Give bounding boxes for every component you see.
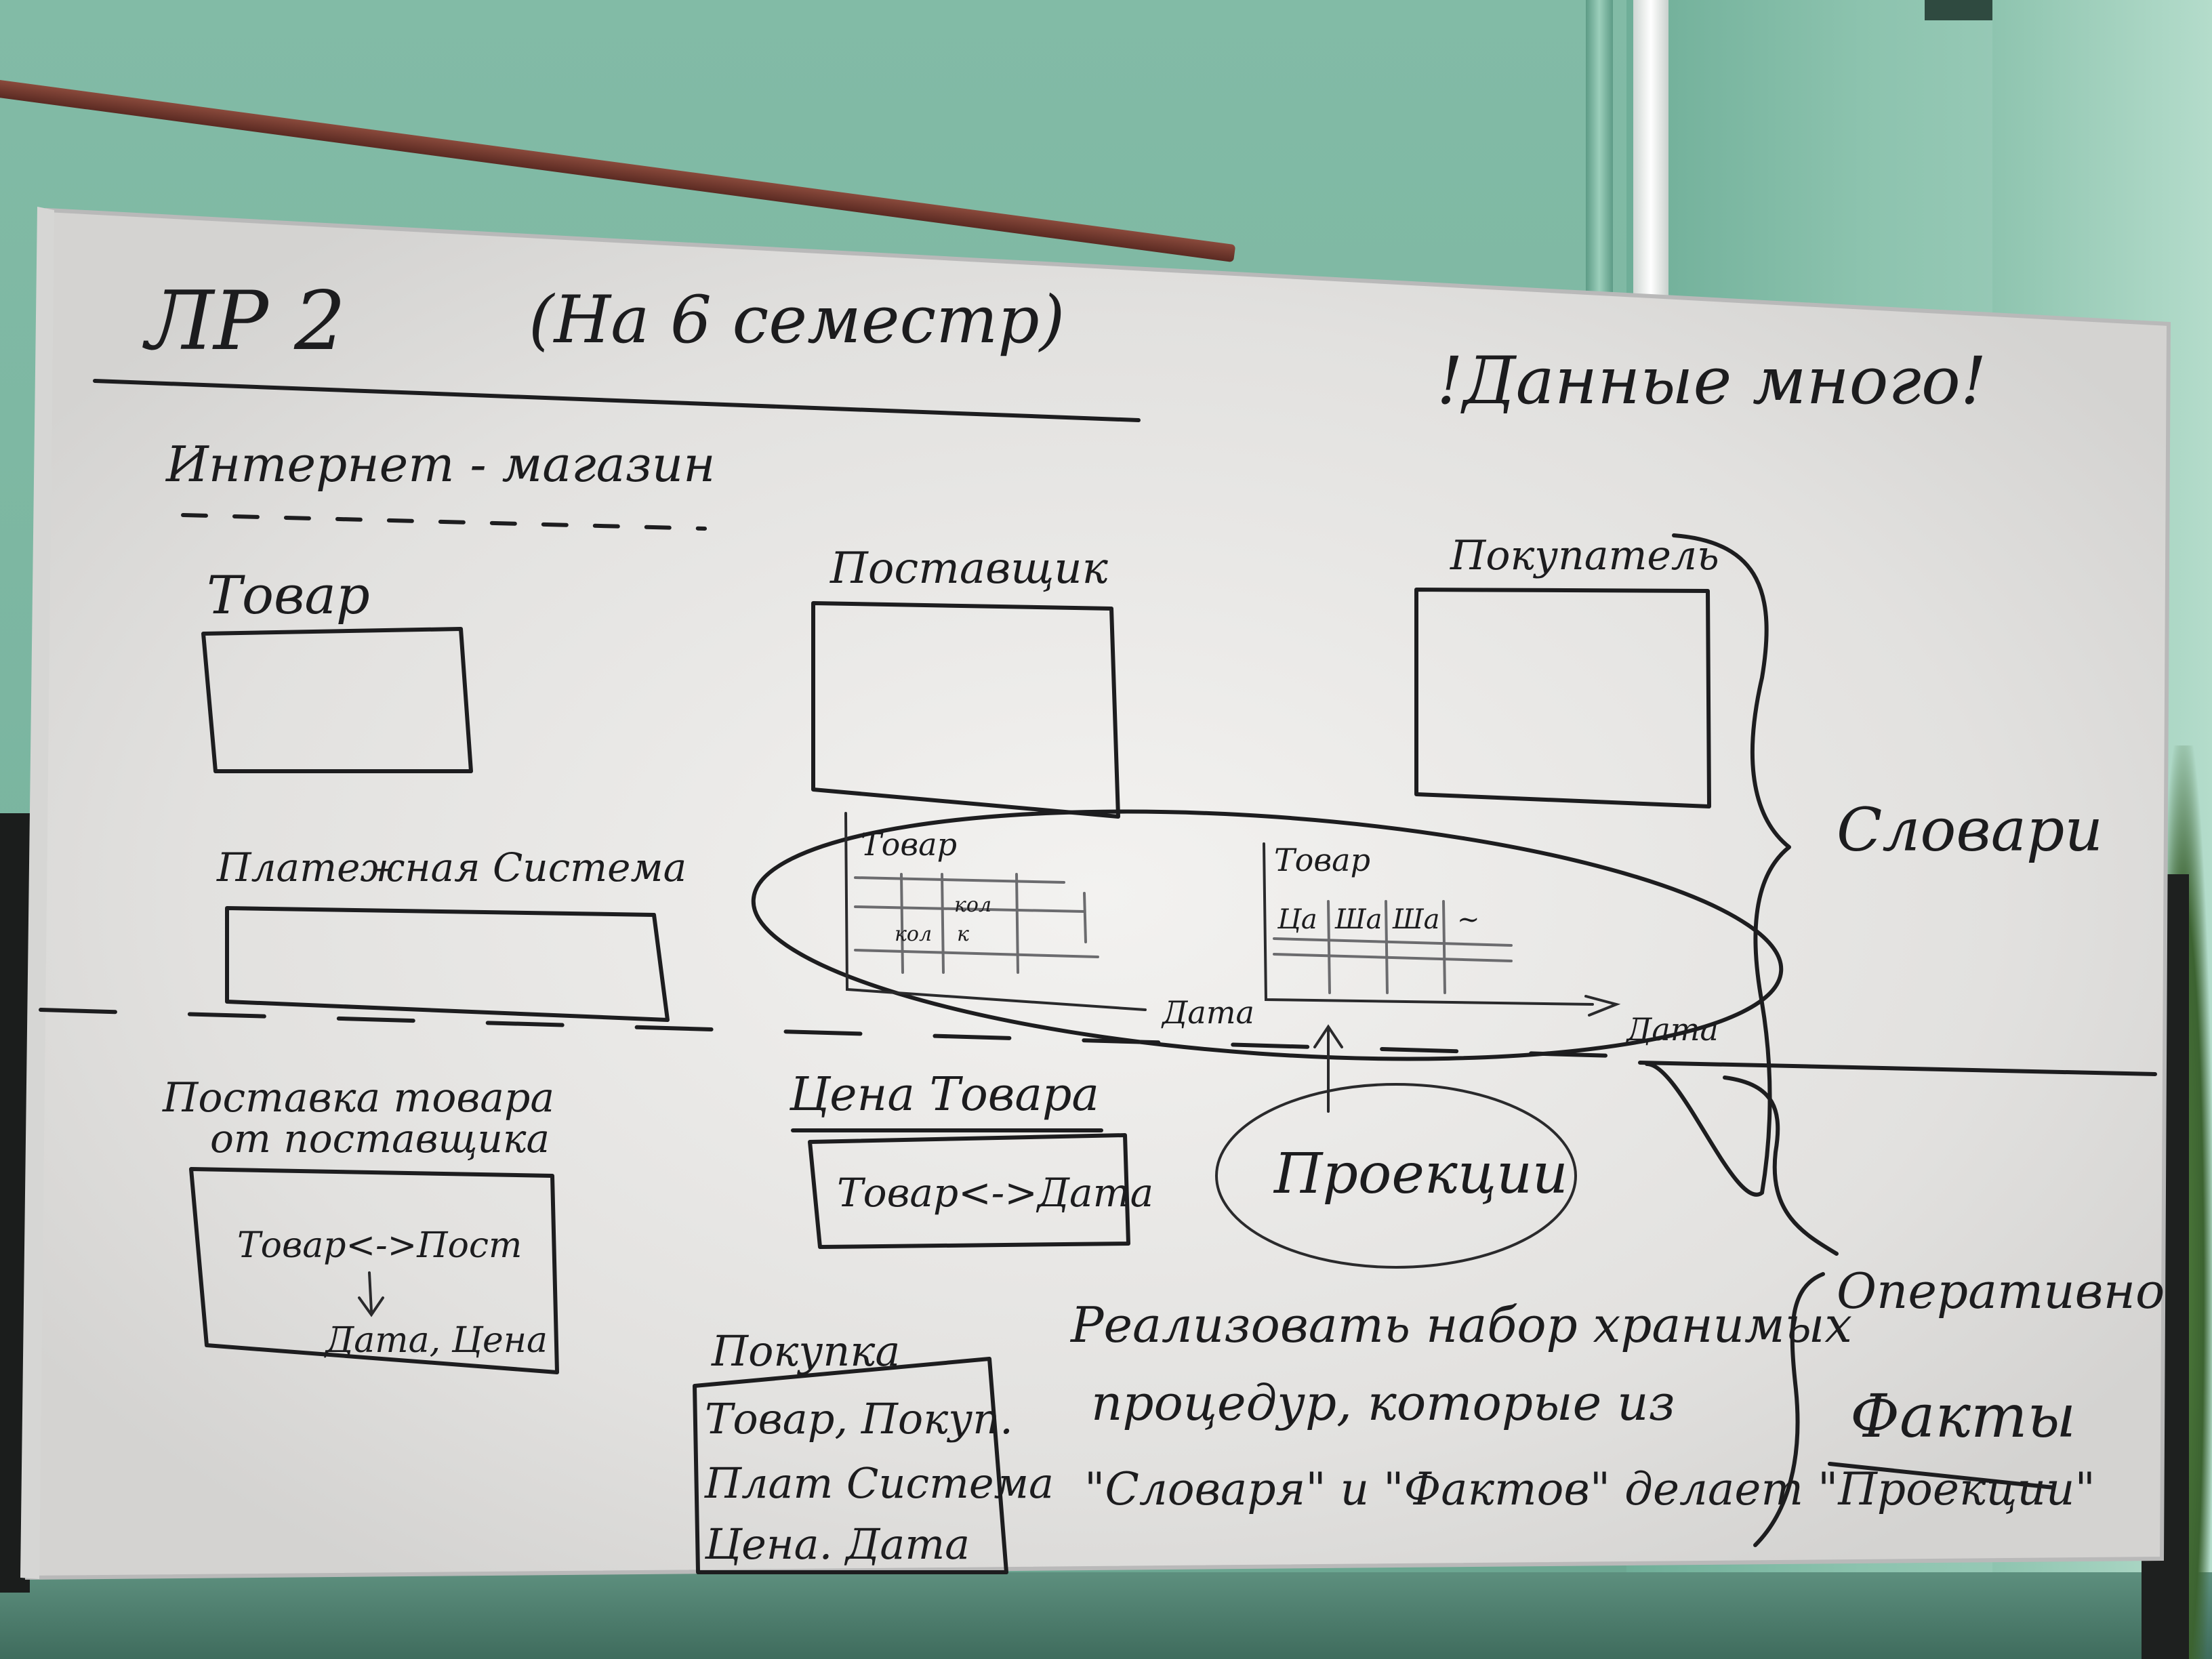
entity-buyer-box [1414, 588, 1711, 808]
fact-delivery-box [189, 1167, 559, 1374]
fact-purchase-box [693, 1357, 1008, 1574]
projection-label: Проекции [1273, 1142, 1568, 1206]
history-right-row-2 [1273, 953, 1513, 962]
projection-arrow [1313, 1024, 1343, 1113]
section-separator-right [1638, 1061, 2157, 1076]
entity-payment-label: Платежная Система [216, 844, 687, 890]
entity-supplier-label: Поставщик [830, 544, 1109, 594]
fact-purchase-line-3: Цена. Дата [704, 1519, 970, 1569]
subtitle-text: (На 6 семестр) [529, 282, 1065, 358]
history-table-right: Товар Ца Ша Ша ~ Дата [1263, 842, 1719, 1048]
fact-delivery-title-2: от поставщика [210, 1115, 550, 1162]
history-right-col-label-3: Ша [1392, 904, 1440, 935]
fact-delivery-line-2: Дата, Цена [324, 1320, 548, 1361]
projection-circle [1215, 1083, 1577, 1269]
history-left-col-label-1: кол [895, 922, 932, 946]
topic-dashed-underline [181, 513, 707, 531]
fact-delivery-title-1: Поставка товара [162, 1074, 554, 1122]
facts-label-2: Факты [1850, 1381, 2076, 1451]
fact-delivery-arrow [358, 1271, 384, 1317]
history-right-col-1 [1327, 900, 1331, 994]
history-left-row-1 [854, 876, 1065, 884]
history-left-row-2 [854, 905, 1086, 913]
facts-label-2-underline [1828, 1462, 2055, 1490]
door-frame [1633, 0, 1668, 298]
facts-brace-lower [1753, 1272, 1825, 1547]
history-right-axis [1263, 842, 1594, 1006]
facts-label-1: Оперативно [1837, 1263, 2165, 1319]
history-right-row-1 [1273, 937, 1513, 947]
fact-price-box [808, 1133, 1130, 1249]
history-right-col-label-2: Ша [1334, 904, 1382, 935]
entity-buyer-label: Покупатель [1450, 532, 1719, 579]
entity-supplier-box [811, 601, 1120, 819]
floor [0, 1572, 2212, 1659]
entity-goods-label: Товар [207, 565, 370, 626]
history-right-col-3 [1442, 900, 1446, 994]
task-line-1: Реализовать набор хранимых [1069, 1296, 1852, 1353]
board-edge-left [20, 207, 54, 1579]
section-separator [39, 1008, 1662, 1059]
history-left-col-label-3: к [957, 922, 969, 946]
fact-delivery-line-1: Товар<->Пост [237, 1225, 522, 1266]
dictionaries-label: Словари [1837, 795, 2103, 865]
fact-purchase-line-2: Плат Система [704, 1458, 1054, 1508]
history-right-col-label-1: Ца [1277, 904, 1317, 935]
fact-price-title: Цена Товара [789, 1068, 1099, 1122]
history-left-col-4 [1083, 892, 1087, 943]
ceiling-vent [1925, 0, 1992, 20]
history-right-arrow [1584, 995, 1621, 1017]
history-table-left: Товар кол кол к Дата [844, 812, 1254, 1031]
history-left-col-2 [941, 873, 945, 974]
history-left-axis [844, 812, 1147, 1011]
task-line-2: процедур, которые из [1091, 1374, 1675, 1431]
title-underline [93, 379, 1141, 422]
history-left-row-3 [854, 949, 1099, 958]
fact-price-line-1: Товар<->Дата [837, 1170, 1153, 1216]
dictionaries-brace [1645, 533, 1791, 1197]
note-text: !Данные много! [1437, 343, 1986, 419]
fact-purchase-title: Покупка [711, 1326, 900, 1376]
history-left-header: Товар [861, 826, 957, 863]
task-line-3: "Словаря" и "Фактов" делает "Проекции" [1084, 1463, 2095, 1515]
history-left-col-label-2: кол [954, 893, 991, 917]
entity-goods-box [201, 627, 473, 773]
projection-ellipse [751, 809, 1784, 1061]
history-left-col-3 [1015, 873, 1019, 974]
topic-text: Интернет - магазин [165, 436, 716, 493]
history-left-col-1 [900, 873, 904, 974]
history-right-col-2 [1385, 900, 1389, 994]
title-text: ЛР 2 [142, 274, 346, 369]
history-right-col-label-4: ~ [1457, 904, 1480, 935]
history-left-footer: Дата [1161, 994, 1254, 1031]
history-right-footer: Дата [1625, 1011, 1719, 1048]
fact-purchase-line-1: Товар, Покуп. [705, 1394, 1013, 1443]
wall-pipe [1586, 0, 1613, 312]
entity-payment-box [225, 906, 670, 1022]
facts-brace-upper [1723, 1076, 1839, 1256]
history-right-header: Товар [1274, 842, 1370, 878]
